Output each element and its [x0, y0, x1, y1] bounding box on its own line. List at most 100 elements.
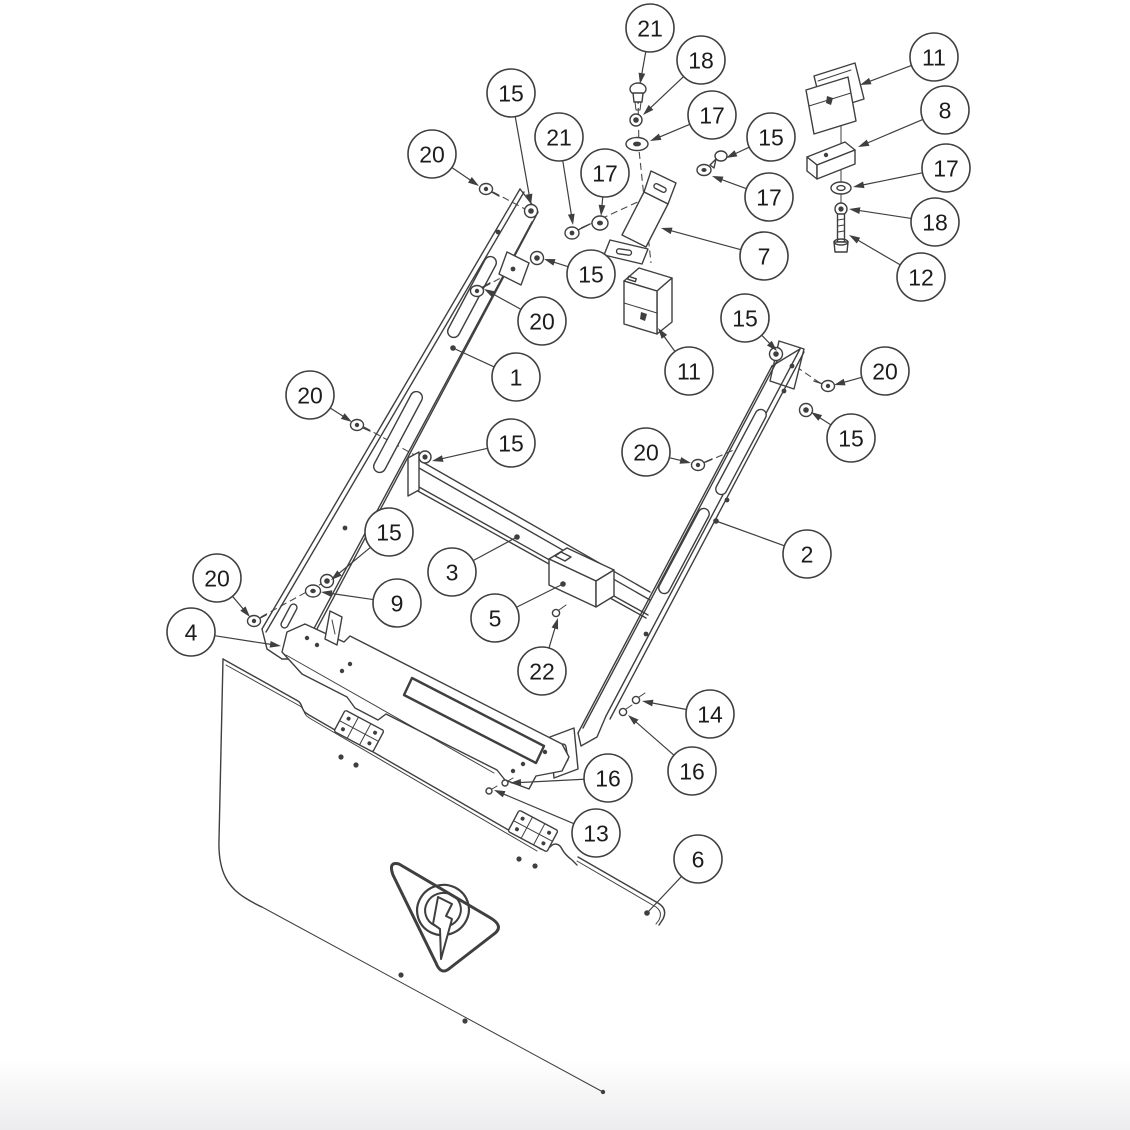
leader-line — [715, 520, 785, 547]
l-bracket — [603, 170, 677, 265]
callout-balloon — [664, 346, 714, 396]
screw — [618, 704, 633, 717]
flange-bolt — [469, 282, 491, 298]
callout-number: 15 — [732, 305, 758, 331]
right-side-rail — [549, 340, 805, 779]
callout-balloon — [744, 172, 794, 222]
callout-balloon — [517, 296, 567, 346]
screw — [631, 692, 646, 705]
leader-arrowhead-icon — [712, 176, 724, 183]
hex-bolt — [564, 223, 591, 240]
callout-number: 15 — [376, 519, 402, 545]
callout-balloon — [909, 32, 959, 82]
callout-20: 20 — [192, 553, 250, 617]
callout-number: 17 — [699, 102, 725, 128]
callout-number: 22 — [529, 658, 555, 684]
leader-line — [841, 376, 863, 384]
leader-dot-icon — [560, 581, 566, 587]
callout-balloon — [166, 607, 216, 657]
callout-balloon — [285, 370, 335, 420]
callout-17: 17 — [650, 90, 737, 141]
callout-number: 21 — [546, 124, 572, 150]
callout-balloon — [676, 35, 726, 85]
callout-balloon — [746, 112, 796, 162]
callout-balloon — [896, 252, 946, 302]
leader-line — [232, 595, 246, 612]
callout-20: 20 — [407, 129, 479, 186]
callout-14: 14 — [642, 689, 735, 739]
leader-arrowhead-icon — [638, 72, 646, 84]
leader-line — [452, 347, 495, 368]
callout-balloon — [364, 507, 414, 557]
leader-arrowhead-icon — [598, 204, 606, 216]
leader-arrowhead-icon — [494, 790, 506, 798]
hex-bolt — [833, 213, 849, 253]
cross-member-end-plate — [407, 451, 420, 497]
leader-dot-icon — [713, 518, 719, 524]
callout-number: 20 — [204, 565, 230, 591]
callout-balloon — [920, 85, 970, 135]
leader-arrowhead-icon — [551, 618, 559, 630]
callout-20: 20 — [285, 370, 352, 422]
leader-line — [662, 334, 676, 352]
carriage-bolt — [629, 82, 647, 111]
assembly-centerlines — [260, 96, 842, 618]
leader-line — [490, 292, 522, 310]
callout-balloon — [667, 746, 717, 796]
leader-line — [657, 123, 691, 139]
callout-number: 15 — [578, 261, 604, 287]
leader-arrowhead-icon — [567, 213, 575, 225]
callout-3: 3 — [427, 534, 520, 597]
leader-arrowhead-icon — [321, 590, 333, 597]
washer — [591, 215, 609, 231]
callout-5: 5 — [470, 581, 566, 643]
page-bottom-shading — [0, 1058, 1130, 1130]
callout-16: 16 — [510, 753, 633, 803]
callout-number: 17 — [933, 155, 959, 181]
flange-nut — [319, 573, 335, 589]
callout-20: 20 — [834, 346, 910, 396]
leader-line — [646, 876, 682, 914]
flange-nut — [798, 402, 814, 418]
callout-number: 15 — [498, 80, 524, 106]
callout-balloon — [826, 413, 876, 463]
callout-number: 9 — [391, 590, 404, 616]
leader-line — [501, 792, 575, 825]
leader-line — [867, 64, 912, 83]
leader-arrowhead-icon — [766, 340, 777, 351]
leader-arrowhead-icon — [467, 176, 479, 186]
leader-arrowhead-icon — [628, 715, 639, 725]
callout-number: 20 — [872, 358, 898, 384]
callout-balloon — [534, 112, 584, 162]
leader-line — [860, 172, 923, 186]
leader-arrowhead-icon — [643, 104, 654, 115]
callout-21: 21 — [534, 112, 584, 225]
callout-balloon — [583, 753, 633, 803]
callout-22: 22 — [517, 618, 567, 696]
callout-number: 6 — [692, 846, 705, 872]
callout-number: 17 — [592, 160, 618, 186]
leader-dot-icon — [514, 534, 520, 540]
callout-balloon — [372, 578, 422, 628]
callout-15: 15 — [331, 507, 414, 580]
rivet — [501, 777, 514, 787]
leader-line — [856, 209, 912, 220]
leader-line — [855, 238, 901, 266]
callout-number: 20 — [633, 439, 659, 465]
callout-13: 13 — [494, 790, 621, 858]
callout-8: 8 — [858, 85, 970, 147]
callout-balloon — [427, 547, 477, 597]
leader-arrowhead-icon — [340, 413, 352, 422]
flange-nut — [418, 450, 432, 464]
flange-screw — [709, 150, 728, 169]
callout-number: 17 — [756, 184, 782, 210]
leader-line — [451, 167, 473, 182]
callout-balloon — [687, 90, 737, 140]
callout-balloon — [921, 143, 971, 193]
washer — [304, 584, 322, 598]
callout-9: 9 — [321, 578, 422, 628]
washer — [696, 163, 712, 177]
hinge — [333, 710, 385, 752]
plate-center-slot — [402, 676, 546, 765]
flange-bolt — [246, 614, 267, 628]
